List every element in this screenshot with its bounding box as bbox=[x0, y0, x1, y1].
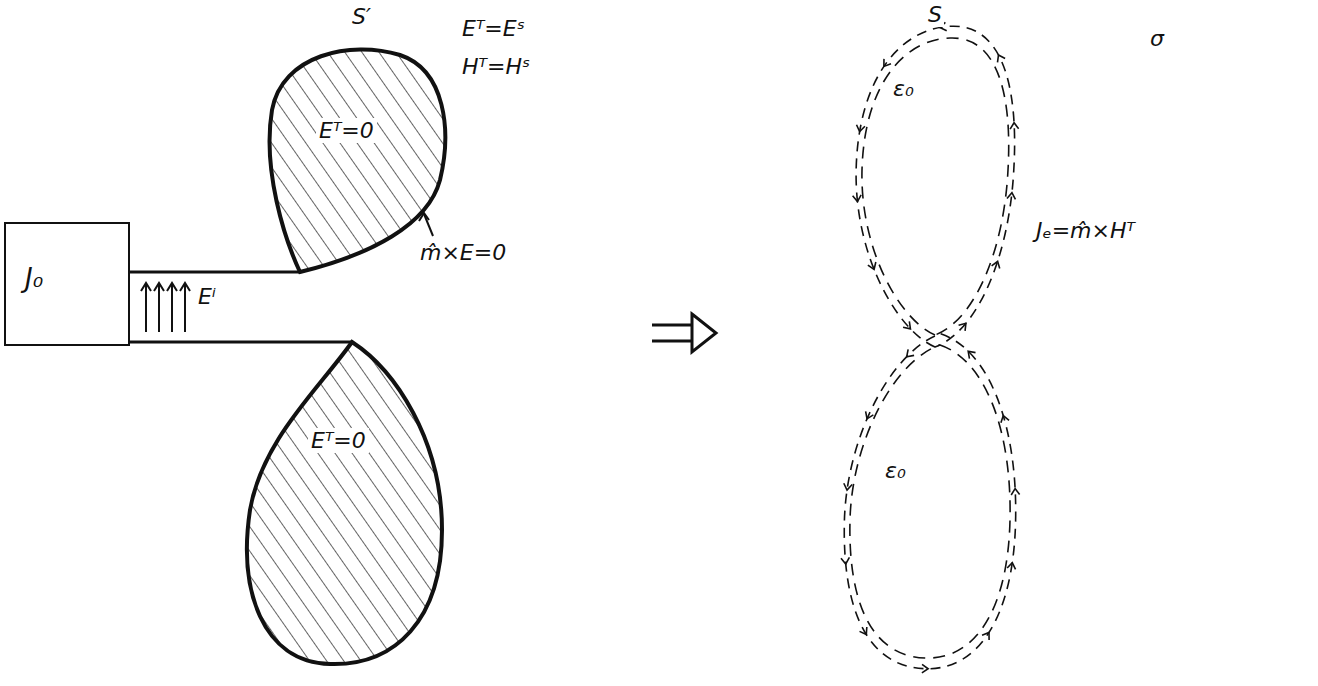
field-name: Eⁱ bbox=[196, 284, 218, 309]
current-arrow bbox=[959, 323, 966, 331]
current-arrow bbox=[1007, 193, 1015, 200]
outline-shape bbox=[238, 340, 444, 668]
current-arrow bbox=[1001, 416, 1009, 423]
equivalent-region: ε₀ bbox=[844, 340, 1016, 664]
current-arrow bbox=[866, 411, 874, 418]
equivalent-region: ε₀ bbox=[856, 32, 1018, 340]
node-text: Eᵀ=0 bbox=[308, 428, 369, 453]
current-arrow bbox=[982, 632, 989, 639]
current-arrow bbox=[884, 59, 891, 67]
leader-arrow bbox=[419, 213, 433, 236]
current-arrow bbox=[857, 125, 865, 132]
node-text: ε₀ bbox=[882, 458, 909, 483]
feed-line bbox=[130, 272, 300, 273]
current-arrow bbox=[853, 195, 861, 202]
current-arrow bbox=[922, 664, 928, 672]
current-equation: Jₑ=m̂×Hᵀ bbox=[1034, 218, 1137, 243]
current-arrow bbox=[868, 262, 876, 269]
node-text: J₀ bbox=[22, 264, 46, 294]
conductor-body: Eᵀ=0 bbox=[262, 40, 454, 274]
field-equation: Eᵀ=Eˢ bbox=[460, 16, 527, 41]
surface-current bbox=[853, 22, 1019, 347]
feed-line bbox=[130, 342, 352, 343]
surface-name: S′ bbox=[350, 4, 373, 29]
field-arrows bbox=[141, 283, 190, 332]
current-arrow bbox=[841, 557, 849, 564]
current-arrow bbox=[968, 351, 975, 358]
outline-shape bbox=[844, 340, 1016, 664]
current-arrow bbox=[1007, 563, 1015, 570]
medium-symbol: σ bbox=[1148, 26, 1166, 51]
current-arrow bbox=[997, 55, 1005, 62]
conductor-body: Eᵀ=0 bbox=[238, 340, 444, 668]
outline-shape bbox=[262, 40, 454, 274]
field-equation: Hᵀ=Hˢ bbox=[460, 54, 532, 79]
current-arrow bbox=[907, 349, 914, 356]
boundary-condition: m̂×E=0 bbox=[418, 240, 508, 265]
current-arrow bbox=[1011, 489, 1019, 495]
node-text: ε₀ bbox=[890, 76, 917, 101]
implies-arrow bbox=[652, 314, 716, 352]
current-arrow bbox=[992, 261, 1000, 268]
current-arrow bbox=[1010, 123, 1019, 129]
outline-shape bbox=[856, 32, 1018, 340]
surface-name: S bbox=[926, 2, 944, 27]
source-box: J₀ bbox=[4, 222, 130, 346]
current-arrow bbox=[844, 483, 852, 490]
surface-current bbox=[841, 334, 1020, 673]
current-arrow bbox=[860, 627, 867, 634]
node-text: Eᵀ=0 bbox=[316, 118, 377, 143]
current-arrow bbox=[903, 321, 910, 328]
